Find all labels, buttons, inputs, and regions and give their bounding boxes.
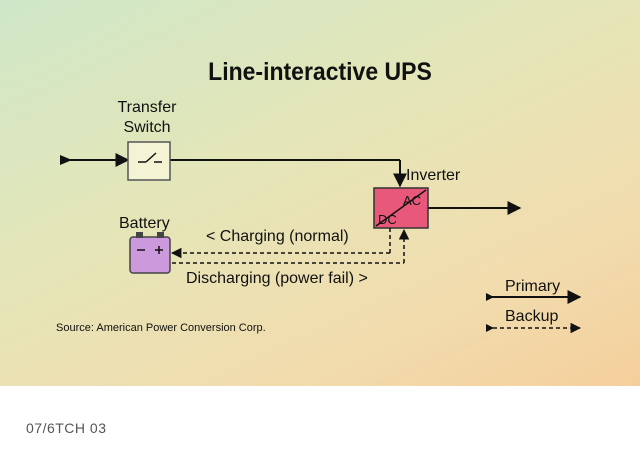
diagram-panel — [0, 0, 640, 386]
transfer-switch-box — [127, 141, 171, 181]
legend — [486, 290, 582, 334]
battery-terminal-left — [136, 232, 143, 238]
battery-body — [129, 236, 171, 274]
inverter-diagonal — [375, 189, 427, 227]
transfer-switch-label: Transfer Switch — [110, 98, 184, 138]
legend-backup-label: Backup — [505, 308, 559, 325]
legend-primary-label: Primary — [505, 278, 561, 295]
legend-primary-tail — [486, 293, 494, 301]
charging-label: < Charging (normal) — [206, 228, 349, 245]
discharging-label: Discharging (power fail) > — [186, 270, 368, 287]
inverter-dc-label: DC — [378, 212, 397, 227]
battery-terminal-right — [157, 232, 164, 238]
figure-code: 07/6TCH 03 — [26, 420, 107, 436]
primary-path — [60, 153, 522, 215]
backup-paths — [170, 228, 410, 264]
diagram-title: Line-interactive UPS — [208, 58, 432, 86]
inverter-label: Inverter — [406, 167, 461, 184]
input-arrowhead — [60, 155, 72, 165]
battery — [129, 232, 171, 274]
transfer-switch — [127, 141, 171, 181]
inverter-ac-label: AC — [403, 193, 421, 208]
transfer-switch-label-line1: Transfer — [117, 99, 177, 116]
legend-backup-tail — [486, 324, 494, 332]
battery-label: Battery — [119, 215, 170, 232]
switch-blade — [145, 152, 157, 163]
transfer-switch-label-line2: Switch — [123, 119, 171, 136]
footer — [0, 386, 640, 456]
source-credit: Source: American Power Conversion Corp. — [56, 322, 266, 334]
inverter: AC DC — [373, 187, 429, 229]
